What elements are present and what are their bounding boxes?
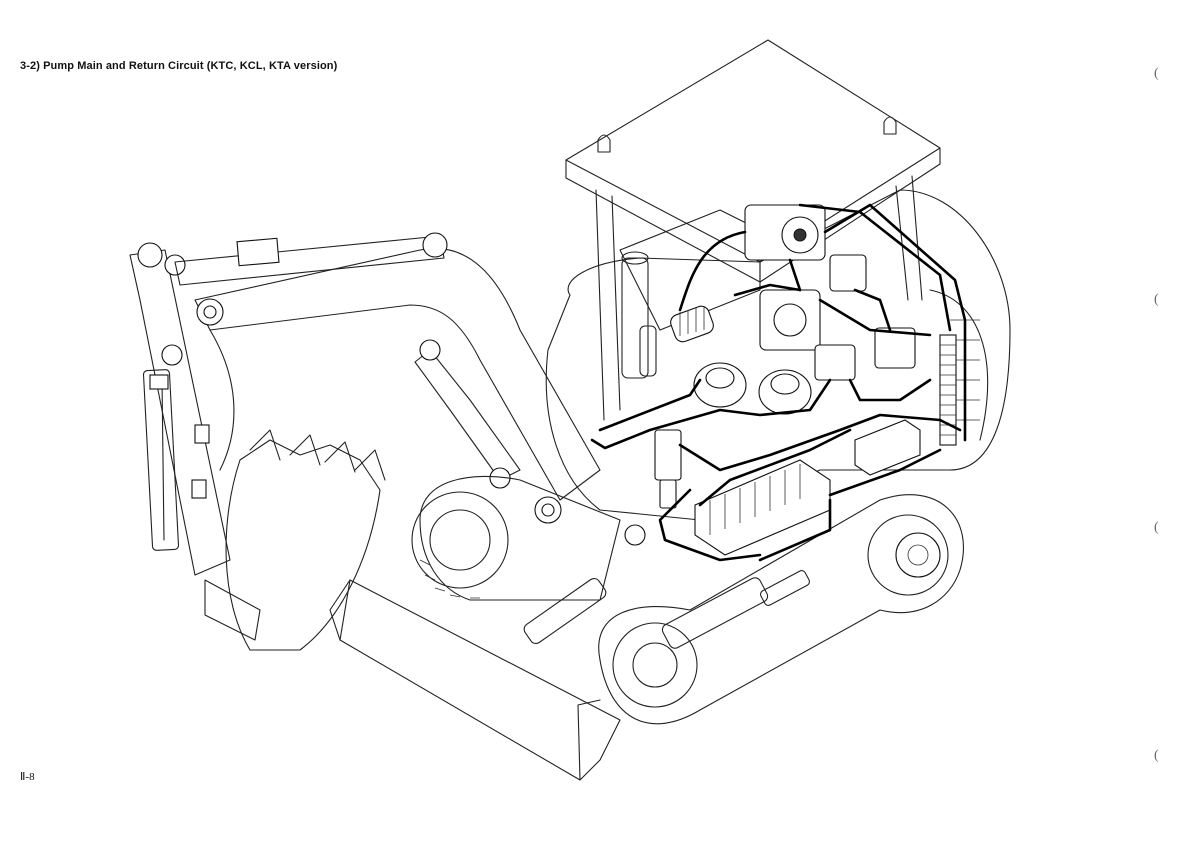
boom (194, 248, 601, 524)
track-right (598, 494, 965, 725)
track-adjuster (661, 570, 810, 649)
bucket (204, 429, 386, 651)
hydraulic-pump (744, 204, 826, 351)
dozer-blade (329, 579, 621, 781)
margin-mark: ( (1154, 292, 1159, 307)
line-filter (654, 429, 682, 509)
oil-cooler (939, 334, 957, 446)
page-number: Ⅱ-8 (20, 771, 35, 783)
arm (129, 242, 231, 576)
return-filter (670, 305, 714, 343)
page-title: 3-2) Pump Main and Return Circuit (KTC, … (20, 60, 338, 72)
track-left (411, 475, 621, 601)
margin-mark: ( (1154, 66, 1159, 81)
margin-mark: ( (1154, 520, 1159, 535)
arm-cylinder (142, 369, 180, 551)
margin-mark: ( (1154, 748, 1159, 763)
bucket-cylinder (414, 339, 521, 489)
arm-fittings (149, 374, 210, 499)
pilot-valve (814, 254, 916, 381)
boom-cylinder (174, 232, 448, 286)
hydraulic-hoses (590, 203, 967, 562)
swing-cylinder (523, 524, 646, 645)
control-valve (694, 419, 921, 556)
swing-motor (693, 362, 812, 415)
